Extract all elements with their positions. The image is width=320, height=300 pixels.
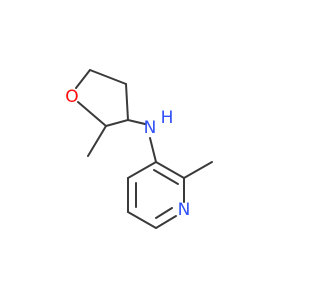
bond-pyr-c3-c2: [155, 161, 185, 179]
bond-o-c2: [77, 101, 107, 127]
bond-pyr-c6-c5: [127, 211, 157, 229]
amine-hydrogen-label: H: [161, 108, 174, 128]
bond-n-cpyr: [149, 137, 157, 163]
bond-c5-o: [75, 69, 91, 89]
bond-pyr-n-c6-double: [155, 207, 173, 219]
bond-c3-n: [127, 119, 146, 125]
bond-c4-c5: [89, 69, 127, 85]
oxygen-atom-label: O: [65, 87, 78, 107]
bond-pyr-n-c6: [155, 215, 177, 229]
bond-pyr-methyl: [183, 161, 213, 179]
bond-pyr-c2-c3-double: [153, 169, 179, 185]
amine-nitrogen-label: N: [144, 118, 157, 138]
bond-c2-c3: [105, 119, 129, 127]
bond-c2-methyl: [87, 125, 107, 157]
pyridine-nitrogen-label: N: [178, 200, 191, 220]
bond-pyr-c4-c3: [127, 161, 157, 179]
bond-c3-c4: [125, 83, 129, 121]
molecule-structure: O N H N: [65, 69, 213, 229]
